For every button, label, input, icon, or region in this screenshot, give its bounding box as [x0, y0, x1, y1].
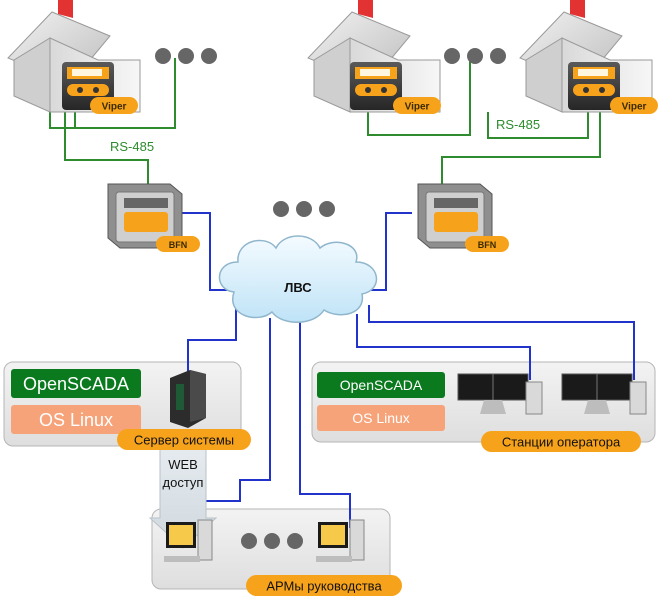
lan-cloud: ЛВС	[218, 235, 378, 323]
rs485-lines-left	[49, 58, 176, 185]
bfn-badge-left: BFN	[156, 236, 200, 252]
viper-label: Viper	[102, 102, 127, 113]
viper-label: Viper	[622, 102, 647, 113]
ellipsis-dots-middle	[273, 201, 335, 217]
server-badge: Сервер системы	[117, 429, 251, 450]
operator-workstation-1	[457, 373, 543, 415]
rs485-lines-right	[367, 60, 601, 185]
managers-label: АРМы руководства	[266, 579, 382, 594]
bfn-device-right	[417, 183, 493, 249]
web-access-arrow: WEB доступ	[148, 431, 218, 549]
opensqada-block-server: OpenSCADA	[11, 369, 141, 398]
opensqada-label: OpenSCADA	[23, 374, 129, 394]
ellipsis-dots-bottom	[241, 533, 303, 549]
os-linux-block-server: OS Linux	[11, 405, 141, 434]
bfn-label: BFN	[169, 240, 188, 250]
manager-workstation-2	[316, 519, 365, 562]
server-tower-icon	[170, 370, 206, 428]
web-label: WEB	[168, 457, 198, 472]
ellipsis-dots-top-right	[444, 48, 506, 64]
managers-badge: АРМы руководства	[246, 575, 402, 596]
opensqada-block-operator: OpenSCADA	[317, 372, 445, 398]
viper-badge-right: Viper	[610, 97, 658, 114]
lan-label: ЛВС	[284, 280, 312, 295]
bfn-device-left	[107, 183, 183, 249]
operator-stations-badge: Станции оператора	[481, 431, 641, 452]
operator-workstation-2	[561, 373, 647, 415]
rs485-label-left: RS-485	[110, 139, 154, 154]
operator-stations-label: Станции оператора	[502, 435, 621, 450]
viper-device-middle	[350, 62, 402, 110]
opensqada-label: OpenSCADA	[340, 377, 423, 393]
os-linux-block-operator: OS Linux	[317, 405, 445, 431]
viper-badge-left: Viper	[90, 97, 138, 114]
rs485-label-right: RS-485	[496, 117, 540, 132]
os-linux-label: OS Linux	[39, 410, 113, 430]
bfn-label: BFN	[478, 240, 497, 250]
os-linux-label: OS Linux	[352, 410, 410, 426]
access-label: доступ	[163, 475, 204, 490]
viper-label: Viper	[405, 102, 430, 113]
manager-workstation-1	[164, 519, 213, 562]
ellipsis-dots-top-left	[155, 48, 217, 64]
bfn-badge-right: BFN	[465, 236, 509, 252]
server-label: Сервер системы	[134, 433, 234, 448]
viper-badge-middle: Viper	[393, 97, 441, 114]
viper-device-right	[568, 62, 620, 110]
